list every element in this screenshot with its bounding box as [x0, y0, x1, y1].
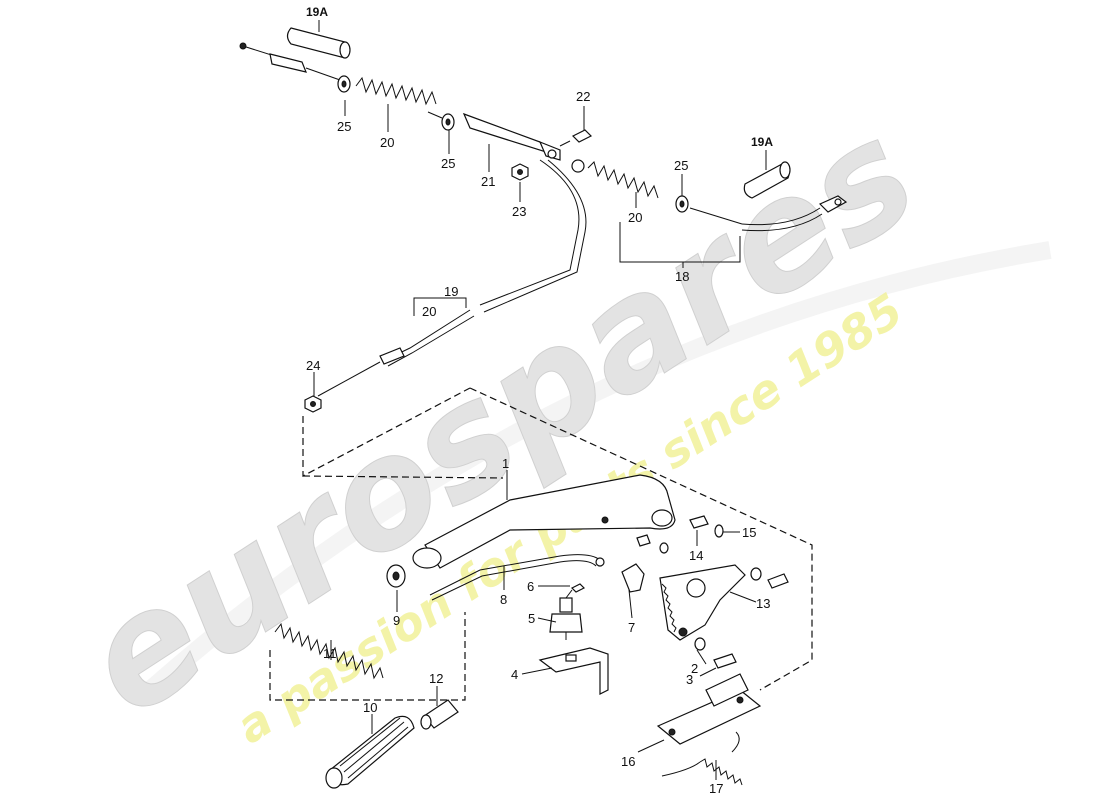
label-12: 12: [429, 671, 443, 686]
callout-labels: 19A 19A 25 20 25 21 22 23 25 20 18 19 20…: [306, 5, 773, 796]
label-1: 1: [502, 456, 509, 471]
label-22: 22: [576, 89, 590, 104]
watermark-brand: eurospares: [55, 88, 945, 750]
switch-assembly: [538, 583, 609, 695]
label-6: 6: [527, 579, 534, 594]
label-25-right: 25: [674, 158, 688, 173]
sleeve-12: [420, 699, 459, 730]
group-lines: [269, 222, 813, 701]
pins-14-15: [636, 515, 724, 554]
mount-plate-16: [656, 673, 762, 745]
right-cable-assembly: [571, 159, 848, 232]
left-cable-assembly: [239, 42, 593, 181]
label-5: 5: [528, 611, 535, 626]
hand-brake-lever: [386, 474, 676, 601]
ratchet-13: [659, 564, 789, 669]
label-7: 7: [628, 620, 635, 635]
label-9: 9: [393, 613, 400, 628]
handle-10: [325, 715, 415, 789]
label-16: 16: [621, 754, 635, 769]
label-20-top: 20: [380, 135, 394, 150]
label-11: 11: [323, 646, 337, 661]
label-17: 17: [709, 781, 723, 796]
watermark: eurospares a passion for parts since 198…: [54, 87, 1052, 754]
label-3: 3: [686, 672, 693, 687]
pawl-7: [621, 563, 645, 593]
label-13: 13: [756, 596, 770, 611]
label-19a-right: 19A: [751, 135, 773, 149]
label-14: 14: [689, 548, 703, 563]
label-8: 8: [500, 592, 507, 607]
spring-17: [661, 731, 743, 786]
grip-19a-top: [286, 27, 351, 59]
label-18: 18: [675, 269, 689, 284]
spring-11: [274, 622, 384, 680]
grip-19a-right: [743, 161, 791, 199]
label-24: 24: [306, 358, 320, 373]
label-20-mid: 20: [422, 304, 436, 319]
label-19: 19: [444, 284, 458, 299]
spring-20-left: [355, 76, 437, 106]
label-21: 21: [481, 174, 495, 189]
label-25-left: 25: [337, 119, 351, 134]
label-15: 15: [742, 525, 756, 540]
label-23: 23: [512, 204, 526, 219]
label-19a-top: 19A: [306, 5, 328, 19]
main-cable-19: [304, 159, 587, 413]
label-20-right: 20: [628, 210, 642, 225]
label-25-mid: 25: [441, 156, 455, 171]
label-4: 4: [511, 667, 518, 682]
leader-lines: [313, 20, 767, 780]
label-2: 2: [691, 661, 698, 676]
label-10: 10: [363, 700, 377, 715]
